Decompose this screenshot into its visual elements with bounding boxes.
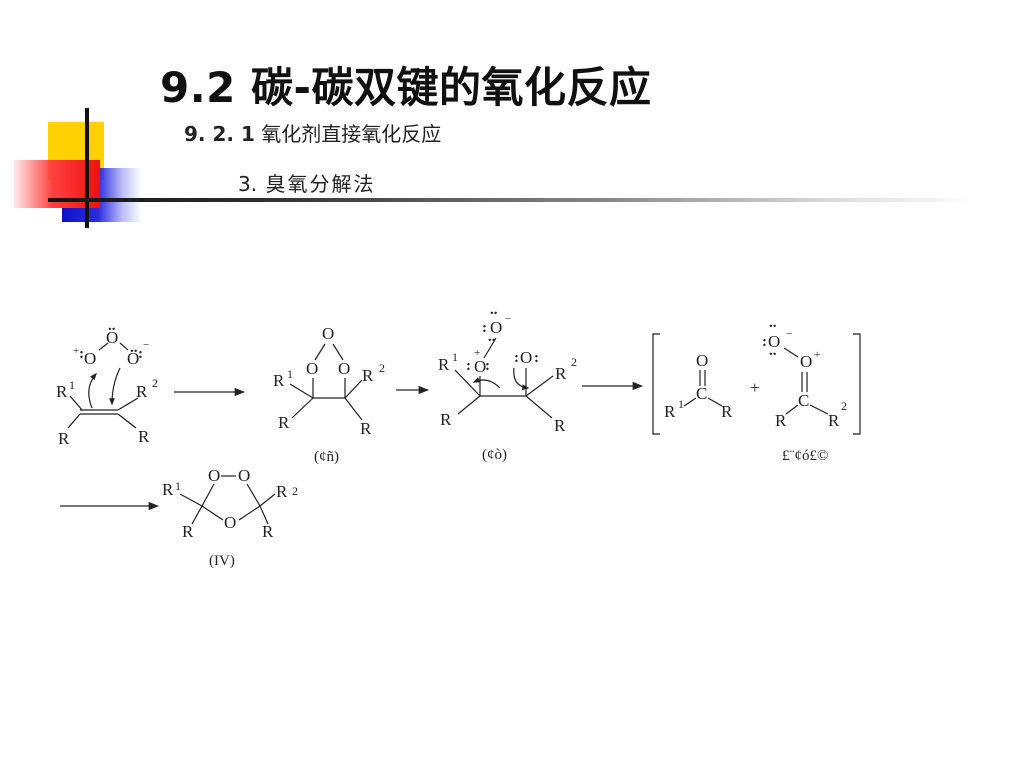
svg-text:O: O [490,318,502,337]
svg-text:+: + [814,349,820,361]
svg-text::: : [79,346,84,362]
svg-text:R: R [58,429,70,448]
svg-text:O: O [106,328,118,347]
svg-text::: : [482,320,487,336]
svg-text:2: 2 [841,399,847,413]
svg-text:R: R [440,410,452,429]
slide-title: 9.2 碳-碳双键的氧化反应 [160,63,652,112]
svg-text::: : [762,334,767,350]
svg-text:..: .. [108,318,116,334]
svg-text:1: 1 [287,367,293,381]
svg-text:O: O [768,332,780,351]
svg-text:−: − [505,313,511,325]
svg-text:+: + [73,345,79,357]
svg-text:R: R [278,413,290,432]
svg-text:R: R [276,482,288,501]
svg-text::: : [534,350,539,366]
svg-text:O: O [84,349,96,368]
svg-text:O: O [338,359,350,378]
svg-text:1: 1 [69,378,75,392]
svg-text:..: .. [769,343,777,359]
svg-text:R: R [262,522,274,541]
svg-text:O: O [238,466,250,485]
svg-text:R: R [182,522,194,541]
svg-text:..: .. [490,302,498,318]
svg-text:2: 2 [292,484,298,498]
svg-text:−: − [143,339,149,351]
svg-text:R: R [362,366,374,385]
svg-text:R: R [273,371,285,390]
svg-text:1: 1 [678,397,684,411]
svg-text:O: O [696,351,708,370]
svg-text:O: O [322,324,334,343]
svg-text:R: R [664,402,676,421]
svg-text:R: R [136,382,148,401]
ozone-molecule: .. O + : O O .. : − [73,318,149,368]
svg-text:R: R [555,364,567,383]
svg-text:R: R [721,402,733,421]
svg-text:R: R [554,416,566,435]
title-underline [48,198,978,202]
svg-text:O: O [474,357,486,376]
svg-text:..: .. [130,340,138,356]
subtitle-text: 氧化剂直接氧化反应 [261,122,442,146]
svg-text:1: 1 [175,479,181,493]
svg-text:R: R [56,382,68,401]
subtitle: 9. 2. 1 氧化剂直接氧化反应 [184,118,441,147]
svg-text:−: − [786,328,792,340]
subtitle-number: 9. 2. 1 [184,122,255,146]
svg-text:O: O [224,513,236,532]
label-compound-I: (¢ñ) [314,449,339,465]
svg-text:..: .. [488,329,496,345]
svg-text:O: O [127,349,139,368]
section-heading: 3. 臭氧分解法 [238,168,375,197]
label-compound-IV: (IV) [209,553,235,569]
svg-text::: : [514,350,519,366]
logo-vertical-line [85,108,89,228]
svg-text:2: 2 [379,361,385,375]
section-text: 臭氧分解法 [265,172,376,196]
svg-text:..: .. [769,315,777,331]
svg-text::: : [485,358,490,374]
svg-text:R: R [775,411,787,430]
svg-text:2: 2 [152,376,158,390]
label-compound-II: (¢ò) [482,447,507,463]
svg-text:R: R [360,419,372,438]
section-number: 3. [238,172,258,196]
svg-text:R: R [162,480,174,499]
svg-text:C: C [696,384,707,403]
svg-text:O: O [208,466,220,485]
svg-text:2: 2 [571,355,577,369]
svg-text::: : [466,358,471,374]
svg-text:1: 1 [452,350,458,364]
svg-text:R: R [138,427,150,446]
svg-text:O: O [306,359,318,378]
svg-text:C: C [798,391,809,410]
svg-text:R: R [438,355,450,374]
svg-text:+: + [474,347,480,359]
svg-text:+: + [750,378,760,397]
label-compound-III: £¨¢ó£© [782,448,828,464]
svg-text:R: R [828,411,840,430]
svg-text:O: O [800,352,812,371]
svg-text:O: O [520,348,532,367]
svg-text::: : [138,346,143,362]
